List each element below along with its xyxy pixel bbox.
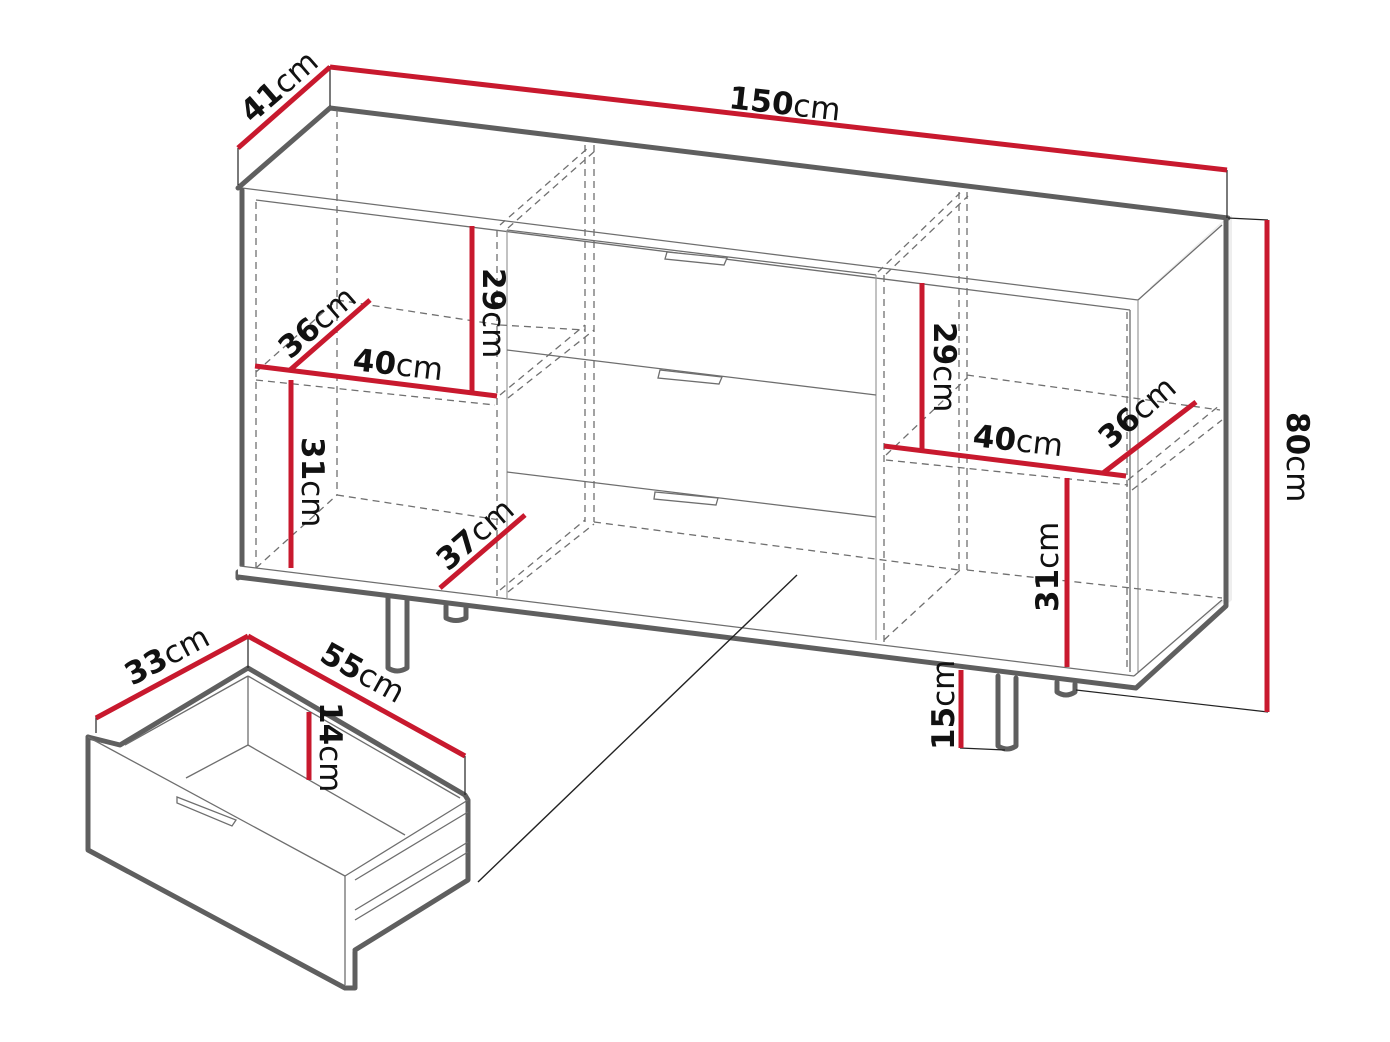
top-slab <box>238 106 1226 298</box>
drawer-leader-line <box>477 574 798 883</box>
right-shelf-right-diag <box>1127 404 1221 481</box>
dim-line-overall-width <box>329 64 1228 173</box>
top-right-edge <box>1137 224 1223 301</box>
bottom-right-edge <box>1133 599 1223 677</box>
drawer-top-edge <box>506 229 877 276</box>
leg-back-left <box>443 603 469 623</box>
dim-line-overall-depth <box>236 65 332 150</box>
right-shelf-back <box>966 374 1221 411</box>
drawer-fronts <box>506 229 877 518</box>
label-left-lower-height: 31cm <box>294 437 330 527</box>
ext-leg-bottom <box>959 747 1006 751</box>
ext-height-bottom <box>1075 689 1269 713</box>
left-partition-bottom-diag2 <box>507 523 595 593</box>
dim-line-drawer-width <box>94 633 250 721</box>
label-drawer-height: 14cm <box>312 702 348 792</box>
drawer-divider-1 <box>506 349 877 396</box>
drawer-inner-left <box>124 675 249 746</box>
dim-line-right-shelf-width <box>883 443 1127 479</box>
ext-height-top <box>1227 217 1269 221</box>
cabinet-body <box>235 105 1232 691</box>
right-partition-top-diag <box>877 192 961 273</box>
drawer-fill <box>88 668 468 990</box>
leg-front-right <box>995 673 1019 752</box>
left-floor-back <box>336 494 501 521</box>
label-right-lower-height: 31cm <box>1030 522 1066 612</box>
drawer-side-line-1 <box>354 811 469 881</box>
label-overall-depth: 41cm <box>234 44 326 130</box>
top-front-edge <box>241 187 1139 301</box>
drawer-floor-right <box>247 744 406 836</box>
drawer-divider-2 <box>506 471 877 518</box>
label-right-shelf-width: 40cm <box>971 418 1065 464</box>
top-back-edge <box>235 105 1231 221</box>
label-right-upper-height: 29cm <box>926 322 962 412</box>
legs <box>385 595 1078 752</box>
left-partition-mid-diag2 <box>507 329 595 399</box>
drawer-detail <box>85 665 471 991</box>
drawer-handle-2 <box>657 369 723 385</box>
drawer-side-line-3 <box>354 851 469 921</box>
dim-line-left-bottom-depth <box>438 513 527 590</box>
bottom-top-edge <box>239 565 1135 677</box>
right-side-panel <box>1138 220 1226 680</box>
right-partition-top-diag2 <box>885 195 969 275</box>
left-shelf-diag <box>255 299 338 373</box>
left-partition-top-diag2 <box>507 149 597 229</box>
drawer-handle-1 <box>664 251 728 266</box>
leg-front-left <box>385 595 410 674</box>
drawer-detail-handle <box>176 796 237 827</box>
left-shelf-front <box>255 379 496 406</box>
left-partition-bottom-diag <box>499 519 586 591</box>
left-partition-mid-diag <box>499 324 586 396</box>
dim-line-left-shelf-width <box>254 363 498 399</box>
bottom-outline <box>235 574 1229 691</box>
extension-lines <box>95 66 1269 795</box>
drawer-inner-right <box>247 675 461 799</box>
label-left-shelf-width: 40cm <box>351 342 445 388</box>
drawer-front-outline <box>85 734 358 991</box>
drawer-front-top-edge <box>87 736 346 877</box>
drawer-side-line-2 <box>354 841 469 911</box>
label-overall-height: 80cm <box>1279 412 1315 502</box>
label-left-shelf-depth: 36cm <box>272 280 364 366</box>
label-left-bottom-depth: 37cm <box>430 492 522 578</box>
leg-back-right <box>1054 679 1078 698</box>
drawer-handle-3 <box>653 491 719 506</box>
left-floor-diag <box>255 494 338 569</box>
middle-floor-back <box>593 521 960 571</box>
label-leg-height: 15cm <box>926 660 962 750</box>
dim-line-drawer-depth <box>246 633 467 759</box>
right-floor-back <box>966 569 1223 599</box>
left-partition-top-diag <box>499 147 589 226</box>
dimension-lines <box>94 64 1270 780</box>
right-shelf-front <box>885 459 1129 486</box>
right-partition-bottom-diag <box>883 569 961 641</box>
drawer-front-corner <box>344 799 469 877</box>
label-overall-width: 150cm <box>727 80 842 128</box>
drawer-floor-left <box>185 744 249 779</box>
dim-line-right-shelf-depth <box>1101 400 1198 475</box>
middle-shelf-line <box>499 324 586 331</box>
dim-line-left-shelf-depth <box>288 298 372 372</box>
label-left-upper-height: 29cm <box>475 268 511 358</box>
left-side-edge <box>235 187 245 581</box>
right-shelf-diag <box>885 377 968 456</box>
